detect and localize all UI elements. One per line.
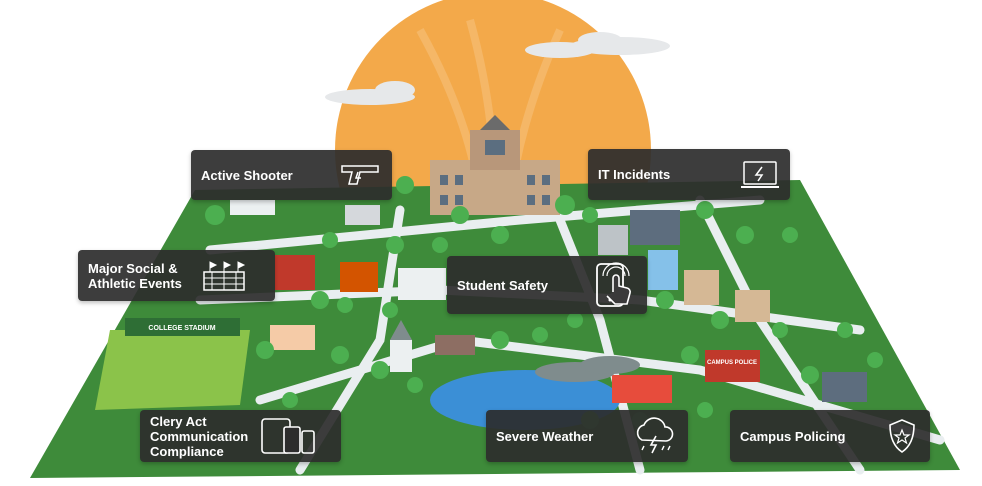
card-label: Active Shooter	[201, 167, 293, 183]
card-clery-act[interactable]: Clery Act Communication Compliance	[140, 410, 341, 462]
card-major-events[interactable]: Major Social & Athletic Events	[78, 250, 275, 301]
card-label: Campus Policing	[740, 428, 846, 444]
card-it-incidents[interactable]: IT Incidents	[588, 149, 790, 200]
main-hall	[430, 115, 560, 215]
card-student-safety[interactable]: Student Safety	[447, 256, 647, 314]
stadium-icon	[198, 258, 250, 294]
storm-clouds	[535, 356, 640, 382]
clouds	[325, 32, 670, 105]
stadium-field	[95, 330, 250, 410]
tap-phone-icon	[593, 262, 637, 308]
storm-cloud-icon	[630, 416, 678, 456]
trees	[205, 176, 883, 429]
devices-icon	[260, 417, 316, 455]
card-severe-weather[interactable]: Severe Weather	[486, 410, 688, 462]
card-label: Severe Weather	[496, 428, 594, 444]
laptop-icon	[740, 160, 780, 190]
card-label: Clery Act Communication Compliance	[150, 413, 249, 459]
card-label: Student Safety	[457, 277, 549, 293]
police-badge-icon	[884, 418, 920, 454]
card-active-shooter[interactable]: Active Shooter	[191, 150, 392, 200]
stadium-stand	[125, 318, 240, 336]
card-campus-policing[interactable]: Campus Policing	[730, 410, 930, 462]
handgun-icon	[340, 162, 382, 188]
campus-buildings	[230, 200, 867, 403]
card-label: IT Incidents	[598, 167, 671, 182]
stadium-sign: COLLEGE STADIUM	[148, 325, 215, 332]
campus-police-sign: CAMPUS POLICE	[707, 360, 757, 366]
card-label: Major Social & Athletic Events	[88, 260, 182, 291]
